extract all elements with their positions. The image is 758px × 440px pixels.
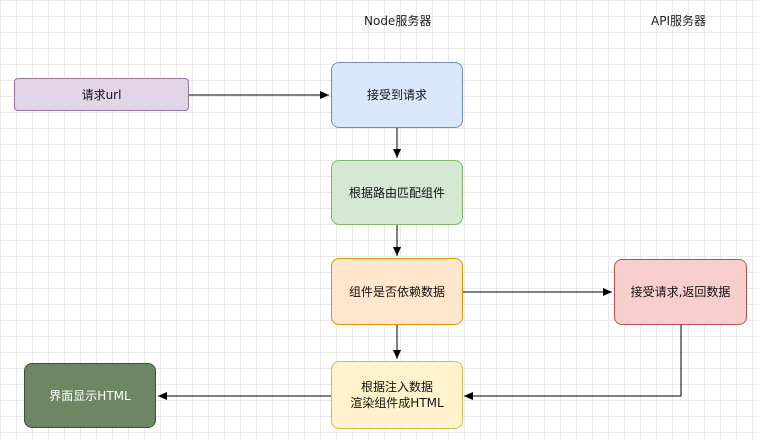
edge-api-to-inject [464, 325, 682, 400]
node-receive-request: 接受到请求 [331, 62, 463, 128]
node-inject-render: 根据注入数据 渲染组件成HTML [331, 361, 463, 429]
node-request-url: 请求url [14, 78, 189, 111]
node-route-match-label: 根据路由匹配组件 [348, 185, 445, 200]
node-display-html-label: 界面显示HTML [49, 388, 131, 403]
column-label-api-server: API服务器 [651, 14, 706, 28]
node-inject-render-line1: 根据注入数据 [360, 380, 433, 394]
node-depends-data-label: 组件是否依赖数据 [348, 284, 445, 299]
column-label-node-server: Node服务器 [364, 14, 432, 28]
node-request-url-label: 请求url [81, 87, 122, 102]
node-route-match: 根据路由匹配组件 [331, 160, 463, 225]
node-display-html: 界面显示HTML [24, 363, 156, 428]
node-api-response-label: 接受请求,返回数据 [630, 285, 731, 299]
node-api-response: 接受请求,返回数据 [614, 259, 747, 325]
node-receive-request-label: 接受到请求 [366, 88, 427, 102]
node-depends-data: 组件是否依赖数据 [331, 258, 463, 325]
node-inject-render-line2: 渲染组件成HTML [350, 396, 444, 410]
